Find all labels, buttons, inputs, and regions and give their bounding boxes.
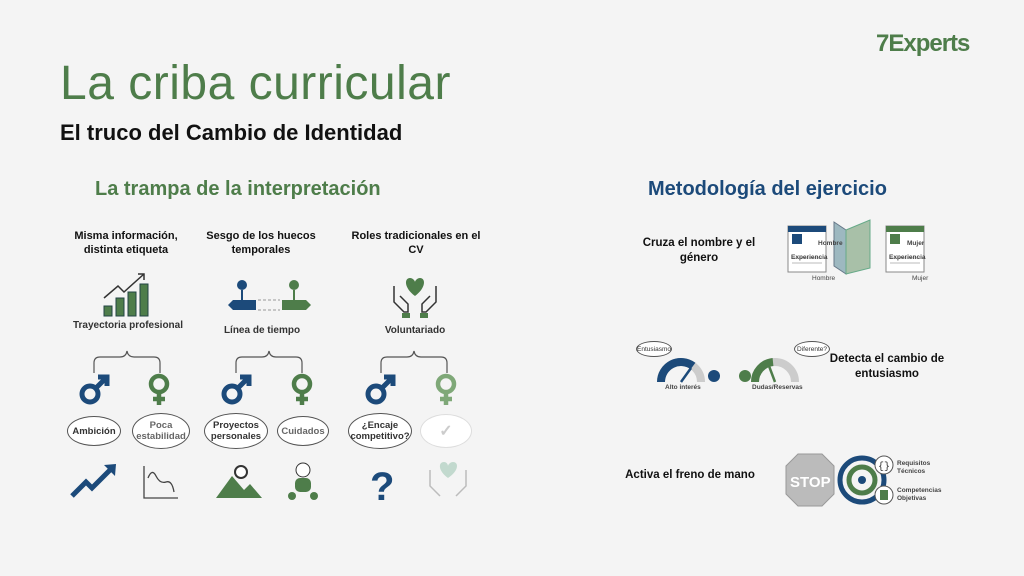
thought-cloud: Entusiasmo: [636, 341, 672, 357]
hands-heart-icon: [393, 278, 437, 318]
cv-identity-swap-icon: [787, 219, 925, 275]
stop-target-icon: {} STOP: [785, 453, 894, 507]
concept-label: Voluntariado: [384, 325, 446, 336]
svg-text:{}: {}: [878, 461, 890, 473]
high-gauge-icon: [657, 358, 705, 383]
page-title: La criba curricular: [60, 57, 451, 110]
happy-face-icon: [708, 370, 720, 382]
thought-cloud: ¿Encaje competitivo?: [348, 413, 412, 449]
left-heading: La trampa de la interpretación: [95, 178, 381, 200]
enthusiasm-gauges: [657, 358, 799, 383]
low-gauge-icon: [750, 358, 799, 383]
outcome-icons: ?: [70, 462, 467, 502]
thought-cloud: Cuidados: [277, 416, 329, 446]
concept-label: Trayectoria profesional: [72, 320, 184, 331]
timeline-gap-icon: [228, 280, 311, 311]
step-text: Cruza el nombre y el género: [642, 237, 756, 264]
bar-chart-growth-icon: [103, 273, 149, 317]
stop-sign-icon: [785, 453, 835, 507]
stop-sign-text: STOP: [790, 474, 831, 491]
female-icon: [435, 373, 457, 405]
female-icon: [291, 373, 313, 405]
question-mark-icon: ?: [370, 465, 394, 502]
card-section: Experiencia: [791, 254, 828, 261]
code-braces-icon: {}: [874, 455, 894, 475]
male-icon: [79, 374, 110, 405]
gauge-label: Alto interés: [665, 384, 701, 391]
column-header: Misma información, distinta etiqueta: [74, 230, 178, 256]
male-icon: [221, 374, 252, 405]
clipboard-icon: [874, 485, 894, 505]
faded-hands-heart-icon: [429, 462, 467, 497]
step-text: Activa el freno de mano: [625, 469, 755, 481]
thought-cloud: Proyectos personales: [204, 413, 268, 449]
step-text: Detecta el cambio de entusiasmo: [829, 353, 945, 380]
gauge-label: Dudas/Reservas: [752, 384, 803, 391]
declining-chart-icon: [143, 466, 178, 499]
female-icon: [148, 373, 170, 405]
target-label: Competencias Objetivas: [897, 487, 942, 502]
thought-cloud: Diferente?: [794, 341, 830, 357]
male-icon: [365, 374, 396, 405]
label-male: Hombre: [812, 275, 836, 282]
target-label: Requisitos Técnicos: [897, 460, 931, 475]
concept-label: Línea de tiempo: [223, 325, 301, 336]
neutral-face-icon: [739, 370, 751, 382]
thought-cloud: Ambición: [67, 416, 121, 446]
checkmark-cloud-icon: ✓: [420, 414, 472, 448]
braces: [93, 350, 448, 373]
column-header: Roles tradicionales en el CV: [351, 230, 481, 256]
page-subtitle: El truco del Cambio de Identidad: [60, 120, 403, 145]
right-heading: Metodología del ejercicio: [648, 178, 887, 200]
card-name: Mujer: [907, 240, 925, 247]
target-icon: [837, 455, 887, 505]
column-header: Sesgo de los huecos temporales: [206, 230, 316, 256]
mountain-compass-icon: [216, 465, 262, 498]
trend-up-arrow-icon: [70, 464, 116, 498]
gender-symbols: [79, 373, 457, 405]
baby-icon: [288, 462, 318, 500]
label-female: Mujer: [912, 275, 929, 282]
card-name: Hombre: [818, 240, 843, 247]
logo: 7Experts: [876, 30, 970, 57]
card-section: Experiencia: [889, 254, 926, 261]
thought-cloud: Poca estabilidad: [132, 413, 190, 449]
